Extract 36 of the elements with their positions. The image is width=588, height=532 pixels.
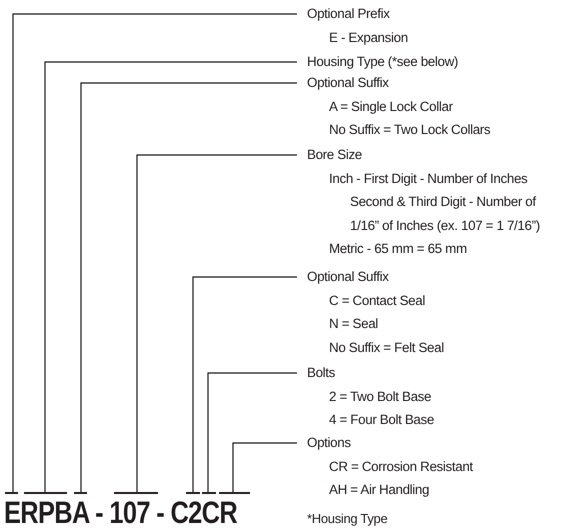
leader-line bbox=[192, 276, 297, 492]
field-heading: Housing Type (*see below) bbox=[307, 53, 458, 71]
code-description: E - Expansion bbox=[329, 28, 408, 47]
leader-line bbox=[80, 82, 297, 492]
code-description: No Suffix = Two Lock Collars bbox=[329, 121, 490, 140]
leader-line bbox=[12, 13, 297, 492]
leader-line bbox=[44, 61, 297, 492]
code-description: A = Single Lock Collar bbox=[329, 98, 453, 116]
part-number: ERPBA - 107 - C2CR bbox=[4, 495, 238, 531]
leader-line bbox=[136, 154, 297, 492]
field-heading: Bore Size bbox=[307, 146, 362, 164]
underline-bar bbox=[114, 492, 158, 494]
field-heading: Bolts bbox=[307, 364, 336, 382]
underline-bar bbox=[202, 492, 216, 494]
code-description: N = Seal bbox=[329, 315, 378, 334]
field-heading: Optional Prefix bbox=[307, 5, 390, 23]
code-description: 4 = Four Bolt Base bbox=[329, 411, 434, 430]
leader-line bbox=[232, 442, 297, 492]
underline-bar bbox=[5, 492, 18, 494]
code-description: CR = Corrosion Resistant bbox=[329, 458, 473, 476]
code-description: Metric - 65 mm = 65 mm bbox=[329, 240, 467, 258]
code-description: Inch - First Digit - Number of Inches bbox=[329, 170, 528, 188]
field-heading: Optional Suffix bbox=[307, 268, 389, 286]
underline-bar bbox=[186, 492, 200, 494]
code-description: Second & Third Digit - Number of 1/16” of Inches (ex. 107 = 1 7/16”) bbox=[350, 193, 541, 235]
field-heading: Options bbox=[307, 434, 351, 452]
code-description: C = Contact Seal bbox=[329, 292, 426, 310]
underline-bar bbox=[219, 492, 250, 494]
code-description: No Suffix = Felt Seal bbox=[329, 338, 444, 357]
field-heading: Optional Suffix bbox=[307, 74, 389, 92]
code-description: AH = Air Handling bbox=[329, 481, 430, 500]
code-description: 2 = Two Bolt Base bbox=[329, 388, 432, 406]
footnote-heading: *Housing Type bbox=[307, 512, 388, 527]
underline-bar bbox=[24, 492, 67, 494]
underline-bar bbox=[74, 492, 87, 494]
leader-line bbox=[207, 372, 297, 492]
